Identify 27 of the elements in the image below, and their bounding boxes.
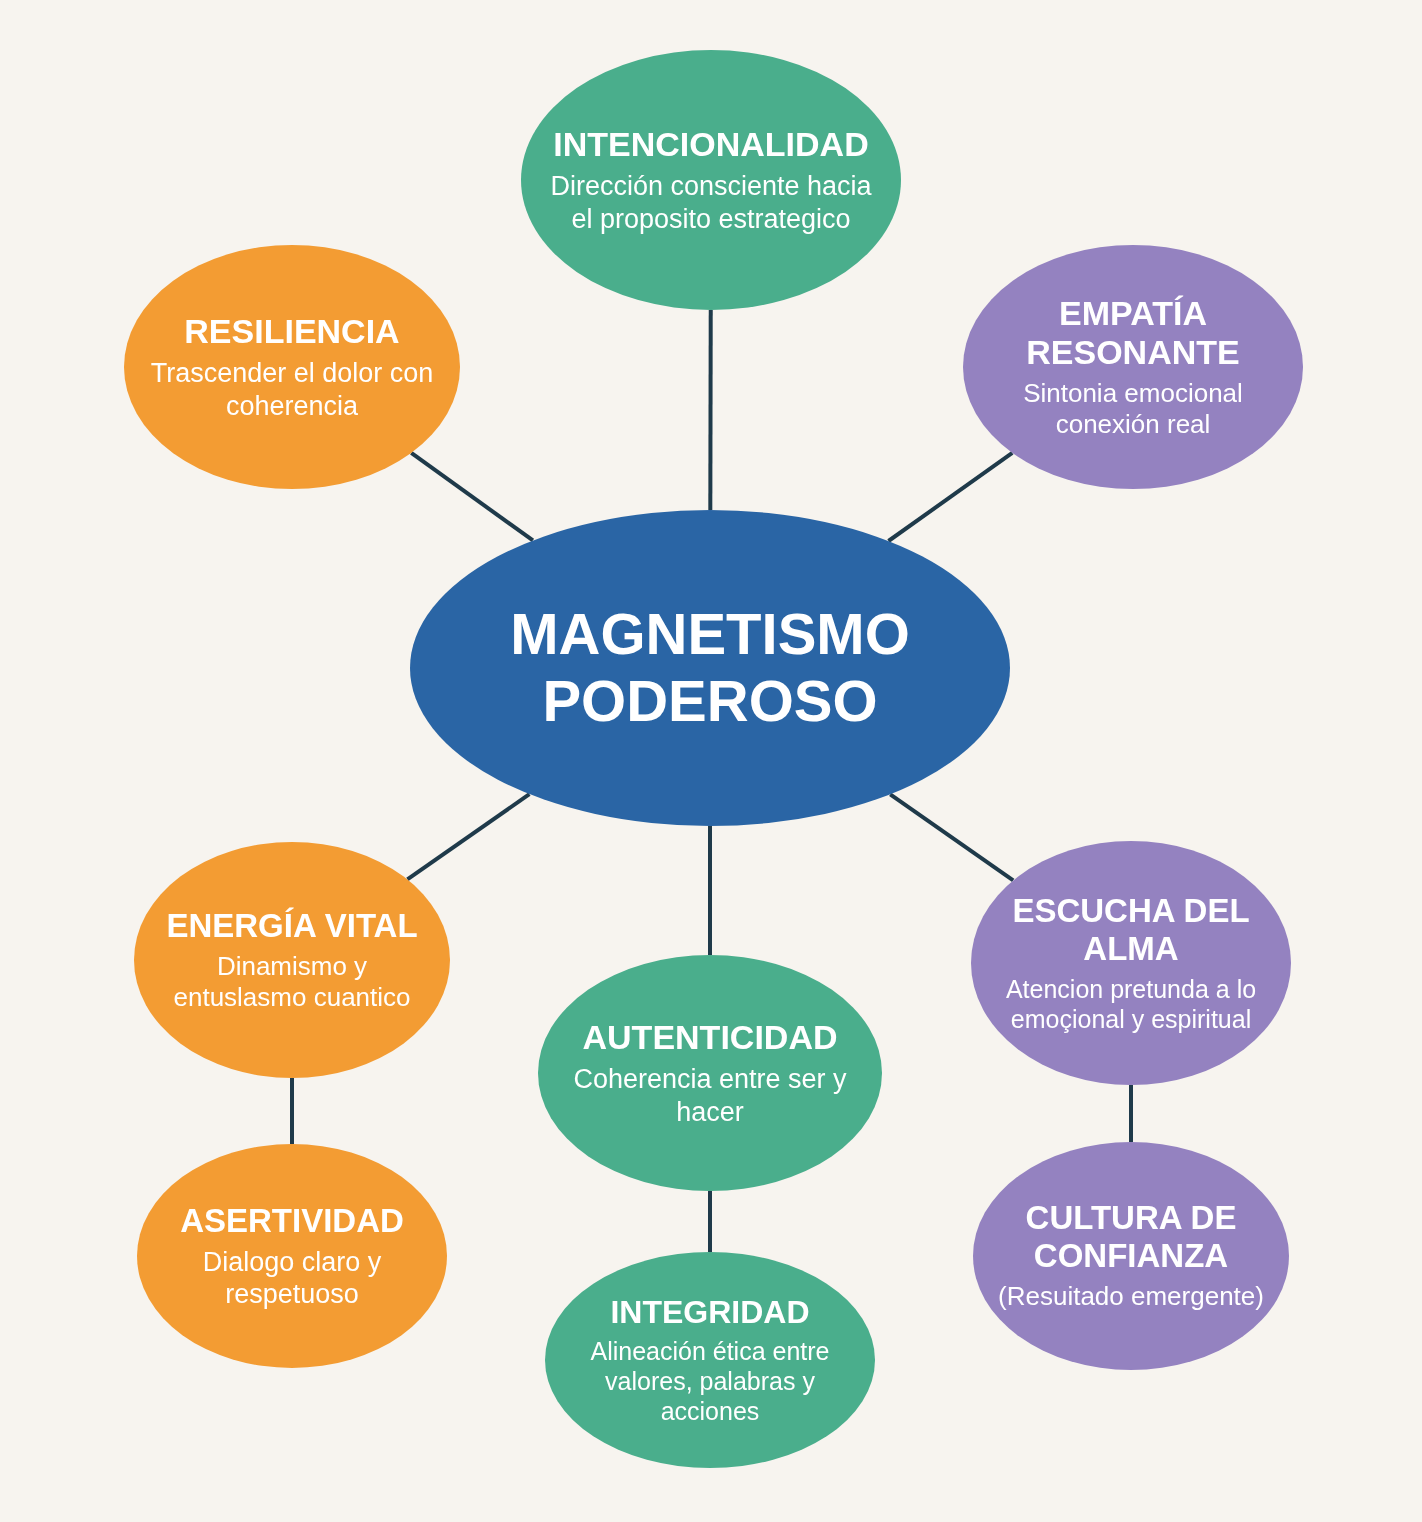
node-heading: ENERGÍA VITAL [165,906,419,945]
node-description: Alineación ética entre valores, palabras y acciones [589,1336,831,1427]
node-heading: RESILIENCIA [183,312,401,352]
node-heading: MAGNETISMO PODEROSO [509,601,911,735]
node-heading: INTENCIONALIDAD [552,125,870,165]
connector-line [1129,1085,1133,1142]
node-description: (Resuitado emergente) [997,1281,1265,1313]
connector-line [887,451,1014,543]
connector-line [889,792,1015,883]
node-heading: ASERTIVIDAD [179,1201,405,1240]
connector-line [708,1191,712,1252]
node-description: Sintonia emocional conexión real [1022,377,1244,441]
node-description: Trascender el dolor con coherencia [149,357,435,422]
node-description: Coherencia entre ser y hacer [572,1063,848,1128]
connector-line [406,792,531,882]
connector-line [410,451,535,543]
node-heading: INTEGRIDAD [609,1293,811,1331]
node-heading: CULTURA DE CONFIANZA [1024,1199,1238,1276]
connector-line [290,1078,294,1144]
node-heading: EMPATÍA RESONANTE [1025,293,1241,372]
node-description: Dinamismo y entuslasmo cuantico [172,950,412,1014]
node-heading: ESCUCHA DEL ALMA [1011,892,1251,968]
node-description: Dirección consciente hacia el proposito estrategico [549,170,873,235]
node-heading: AUTENTICIDAD [581,1018,839,1058]
node-description: Atencion pretunda a lo emoçional y espiritual [1004,973,1258,1034]
node-description: Dialogo claro y respetuoso [201,1245,383,1311]
connector-line [708,310,713,510]
